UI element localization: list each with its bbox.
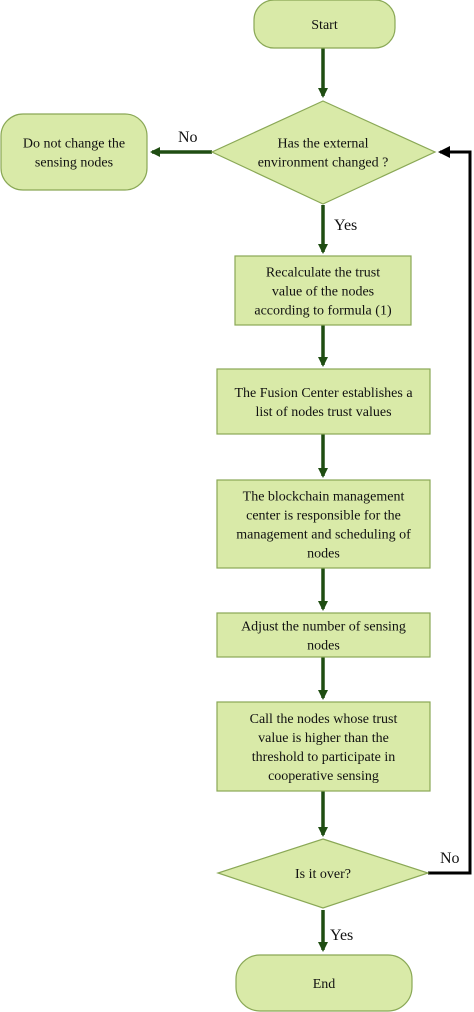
end-node: End xyxy=(235,954,413,1012)
call-nodes-node: Call the nodes whose trust value is highe… xyxy=(216,701,431,792)
edge-label-env-yes: Yes xyxy=(334,217,357,234)
node-text-line: sensing nodes xyxy=(35,156,113,171)
recalculate-text: Recalculate the trust value of the nodes a… xyxy=(254,266,392,319)
decision-is-over: Is it over? xyxy=(216,838,430,909)
loop-back-arrow xyxy=(428,146,472,875)
node-text-line: Do not change the xyxy=(23,137,125,152)
call-nodes-text: Call the nodes whose trust value is highe… xyxy=(250,712,398,784)
end-text: End xyxy=(313,977,336,992)
node-text-line: value is higher than the xyxy=(258,731,389,746)
node-text-line: Call the nodes whose trust xyxy=(250,712,398,727)
edge-label-env-no: No xyxy=(178,129,198,146)
blockchain-text: The blockchain management center is respo… xyxy=(236,490,411,562)
edge-label-over-yes: Yes xyxy=(330,927,353,944)
node-text-line: threshold to participate in xyxy=(252,750,395,765)
node-text-line: environment changed ? xyxy=(258,156,389,171)
start-text: Start xyxy=(311,18,338,33)
node-text-line: nodes xyxy=(307,639,340,654)
node-text-line: The Fusion Center establishes a xyxy=(234,386,413,401)
no-change-text: Do not change the sensing nodes xyxy=(23,137,125,171)
edge-label-over-no: No xyxy=(440,850,460,867)
node-text-line: value of the nodes xyxy=(272,285,374,300)
fusion-center-node: The Fusion Center establishes a list of n… xyxy=(216,368,431,435)
blockchain-node: The blockchain management center is respo… xyxy=(216,479,431,569)
recalculate-node: Recalculate the trust value of the nodes a… xyxy=(234,255,412,326)
decision-env-text: Has the external environment changed ? xyxy=(258,137,389,171)
node-text-line: End xyxy=(313,977,336,992)
node-text-line: according to formula (1) xyxy=(254,304,392,319)
node-text-line: Start xyxy=(311,18,338,33)
no-change-node: Do not change the sensing nodes xyxy=(0,113,148,191)
node-text-line: center is responsible for the xyxy=(246,509,401,524)
node-text-line: cooperative sensing xyxy=(268,769,379,784)
node-text-line: The blockchain management xyxy=(243,490,405,505)
decision-env-changed: Has the external environment changed ? xyxy=(210,100,437,205)
node-text-line: list of nodes trust values xyxy=(255,405,391,420)
decision-over-text: Is it over? xyxy=(295,867,351,882)
fusion-center-text: The Fusion Center establishes a list of n… xyxy=(234,386,413,420)
node-text-line: Recalculate the trust xyxy=(266,266,380,281)
start-node: Start xyxy=(253,0,396,49)
node-text-line: Is it over? xyxy=(295,867,351,882)
node-text-line: management and scheduling of xyxy=(236,528,411,543)
node-text-line: nodes xyxy=(307,547,340,562)
node-text-line: Adjust the number of sensing xyxy=(241,620,406,635)
adjust-node: Adjust the number of sensing nodes xyxy=(216,612,431,658)
adjust-text: Adjust the number of sensing nodes xyxy=(241,620,406,654)
node-text-line: Has the external xyxy=(278,137,369,152)
